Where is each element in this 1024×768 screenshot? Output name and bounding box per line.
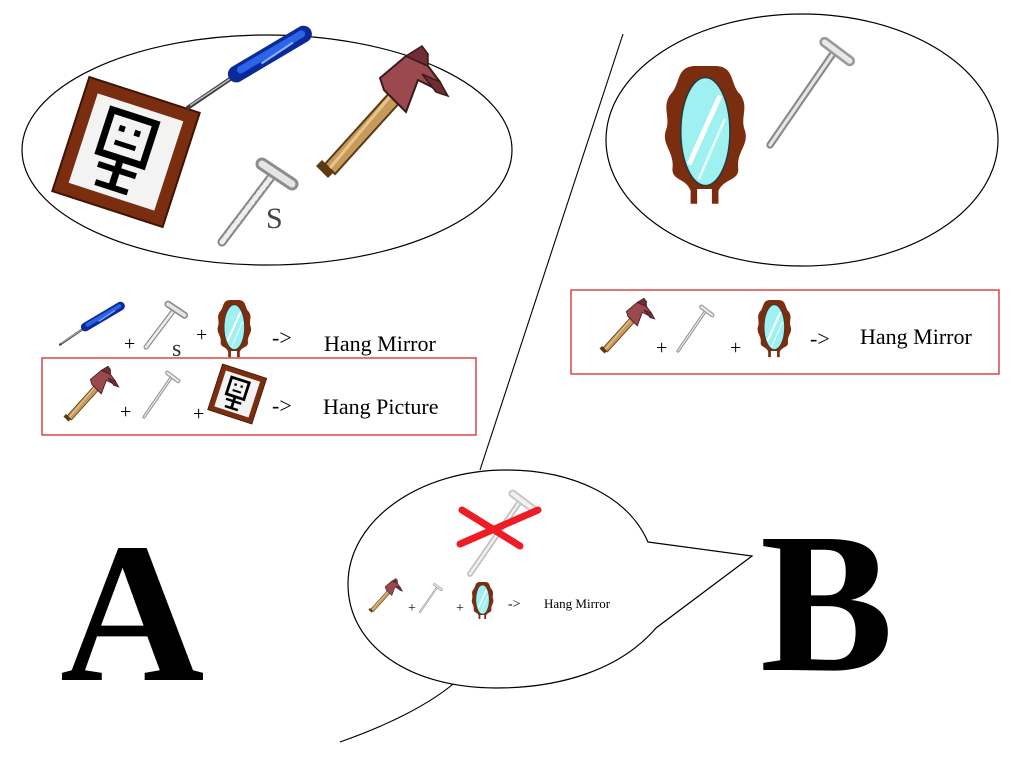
panel-a: S + s + -> Hang Mirror + + -> Hang Pictu…: [21, 34, 513, 724]
plan-arrow: ->: [508, 597, 521, 612]
panel-b-thought-bubble: [605, 13, 999, 267]
plus-sign: +: [196, 324, 207, 346]
plus-sign: +: [656, 337, 667, 359]
framed-picture-icon: [206, 362, 269, 426]
panel-b-speech-bubble: + + -> Hang Mirror: [347, 469, 754, 689]
bubble-plan-hang-mirror: + + -> Hang Mirror: [368, 577, 611, 620]
plus-sign: +: [193, 403, 204, 425]
mirror-icon: [756, 298, 793, 359]
screw-label: s: [172, 336, 181, 362]
plan-action-label: Hang Picture: [323, 394, 438, 419]
plan-action-label: Hang Mirror: [544, 596, 611, 611]
plan-action-label: Hang Mirror: [860, 324, 972, 349]
nail-icon: [678, 307, 712, 351]
plan-a-hang-mirror: + s + -> Hang Mirror: [60, 298, 436, 362]
hammer-icon: [598, 297, 656, 355]
mirror-icon: [216, 298, 253, 359]
plan-b-highlight-box: [570, 289, 1000, 375]
plan-a-hang-picture: + + -> Hang Picture: [62, 362, 438, 426]
panel-b: + + -> Hang Mirror + + ->: [347, 13, 1000, 714]
panel-b-letter: B: [760, 493, 893, 714]
nail-icon: [144, 373, 178, 417]
plus-sign: +: [120, 401, 131, 423]
screw-label: S: [266, 202, 283, 235]
panel-divider-line-lower: [339, 677, 461, 743]
plan-arrow: ->: [272, 393, 292, 418]
screwdriver-icon: [188, 34, 304, 108]
plus-sign: +: [124, 333, 135, 355]
mirror-icon: [665, 66, 746, 204]
plus-sign: +: [730, 337, 741, 359]
screwdriver-icon: [60, 306, 121, 345]
plan-arrow: ->: [272, 325, 292, 350]
nail-icon: [770, 42, 850, 145]
plan-b-hang-mirror: + + -> Hang Mirror: [598, 297, 972, 359]
hammer-icon: [314, 44, 450, 180]
panel-divider-line: [479, 33, 624, 471]
panel-a-letter: A: [60, 503, 204, 724]
speech-bubble-outline: [347, 469, 754, 689]
plus-sign: +: [456, 601, 464, 616]
plan-action-label: Hang Mirror: [324, 331, 436, 356]
plus-sign: +: [408, 601, 416, 616]
hammer-icon: [62, 365, 120, 423]
plan-a-highlight-box: [41, 357, 477, 436]
cross-out-icon: [456, 506, 542, 550]
framed-picture-icon: [52, 77, 199, 227]
plan-arrow: ->: [810, 326, 830, 351]
panel-a-thought-bubble: [21, 34, 513, 266]
